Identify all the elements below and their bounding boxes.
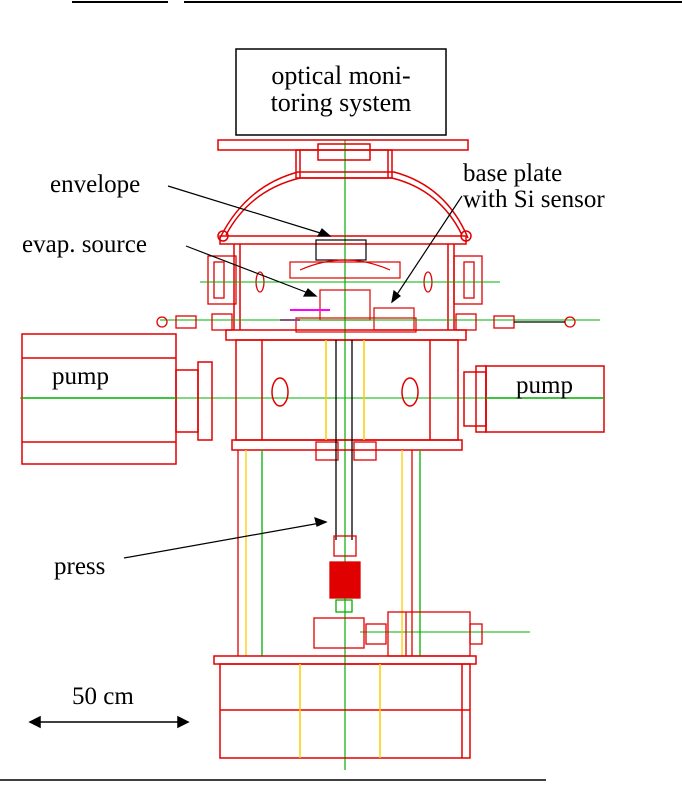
- left-pump: [21, 333, 213, 465]
- envelope-label: envelope: [50, 171, 141, 198]
- optical-monitoring-box: [235, 48, 447, 136]
- pump-right-label: pump: [516, 372, 573, 399]
- base-frame: [213, 655, 477, 759]
- main-chamber-body: [225, 329, 467, 451]
- leader-arrows: [123, 185, 463, 559]
- scale-bar: [28, 715, 190, 729]
- optical-monitoring-line1: optical moni-: [271, 61, 411, 90]
- press-assembly: [329, 340, 361, 613]
- base-plate-line1: base plate: [463, 160, 563, 187]
- base-plate-line2: with Si sensor: [463, 186, 605, 214]
- scale-label: 50 cm: [72, 683, 134, 710]
- evap-source-label: evap. source: [22, 231, 147, 258]
- press-label: press: [54, 553, 106, 580]
- inner-assembly: [280, 239, 417, 333]
- optical-monitoring-line2: toring system: [270, 88, 412, 118]
- side-rods: [156, 313, 576, 331]
- pump-left-label: pump: [52, 363, 109, 390]
- support-columns: [237, 441, 421, 656]
- base-plate-label: base plate with Si sensor: [463, 160, 605, 214]
- optical-monitoring-label: optical moni- toring system: [236, 62, 446, 117]
- motor: [313, 611, 483, 657]
- right-pump: [463, 365, 605, 433]
